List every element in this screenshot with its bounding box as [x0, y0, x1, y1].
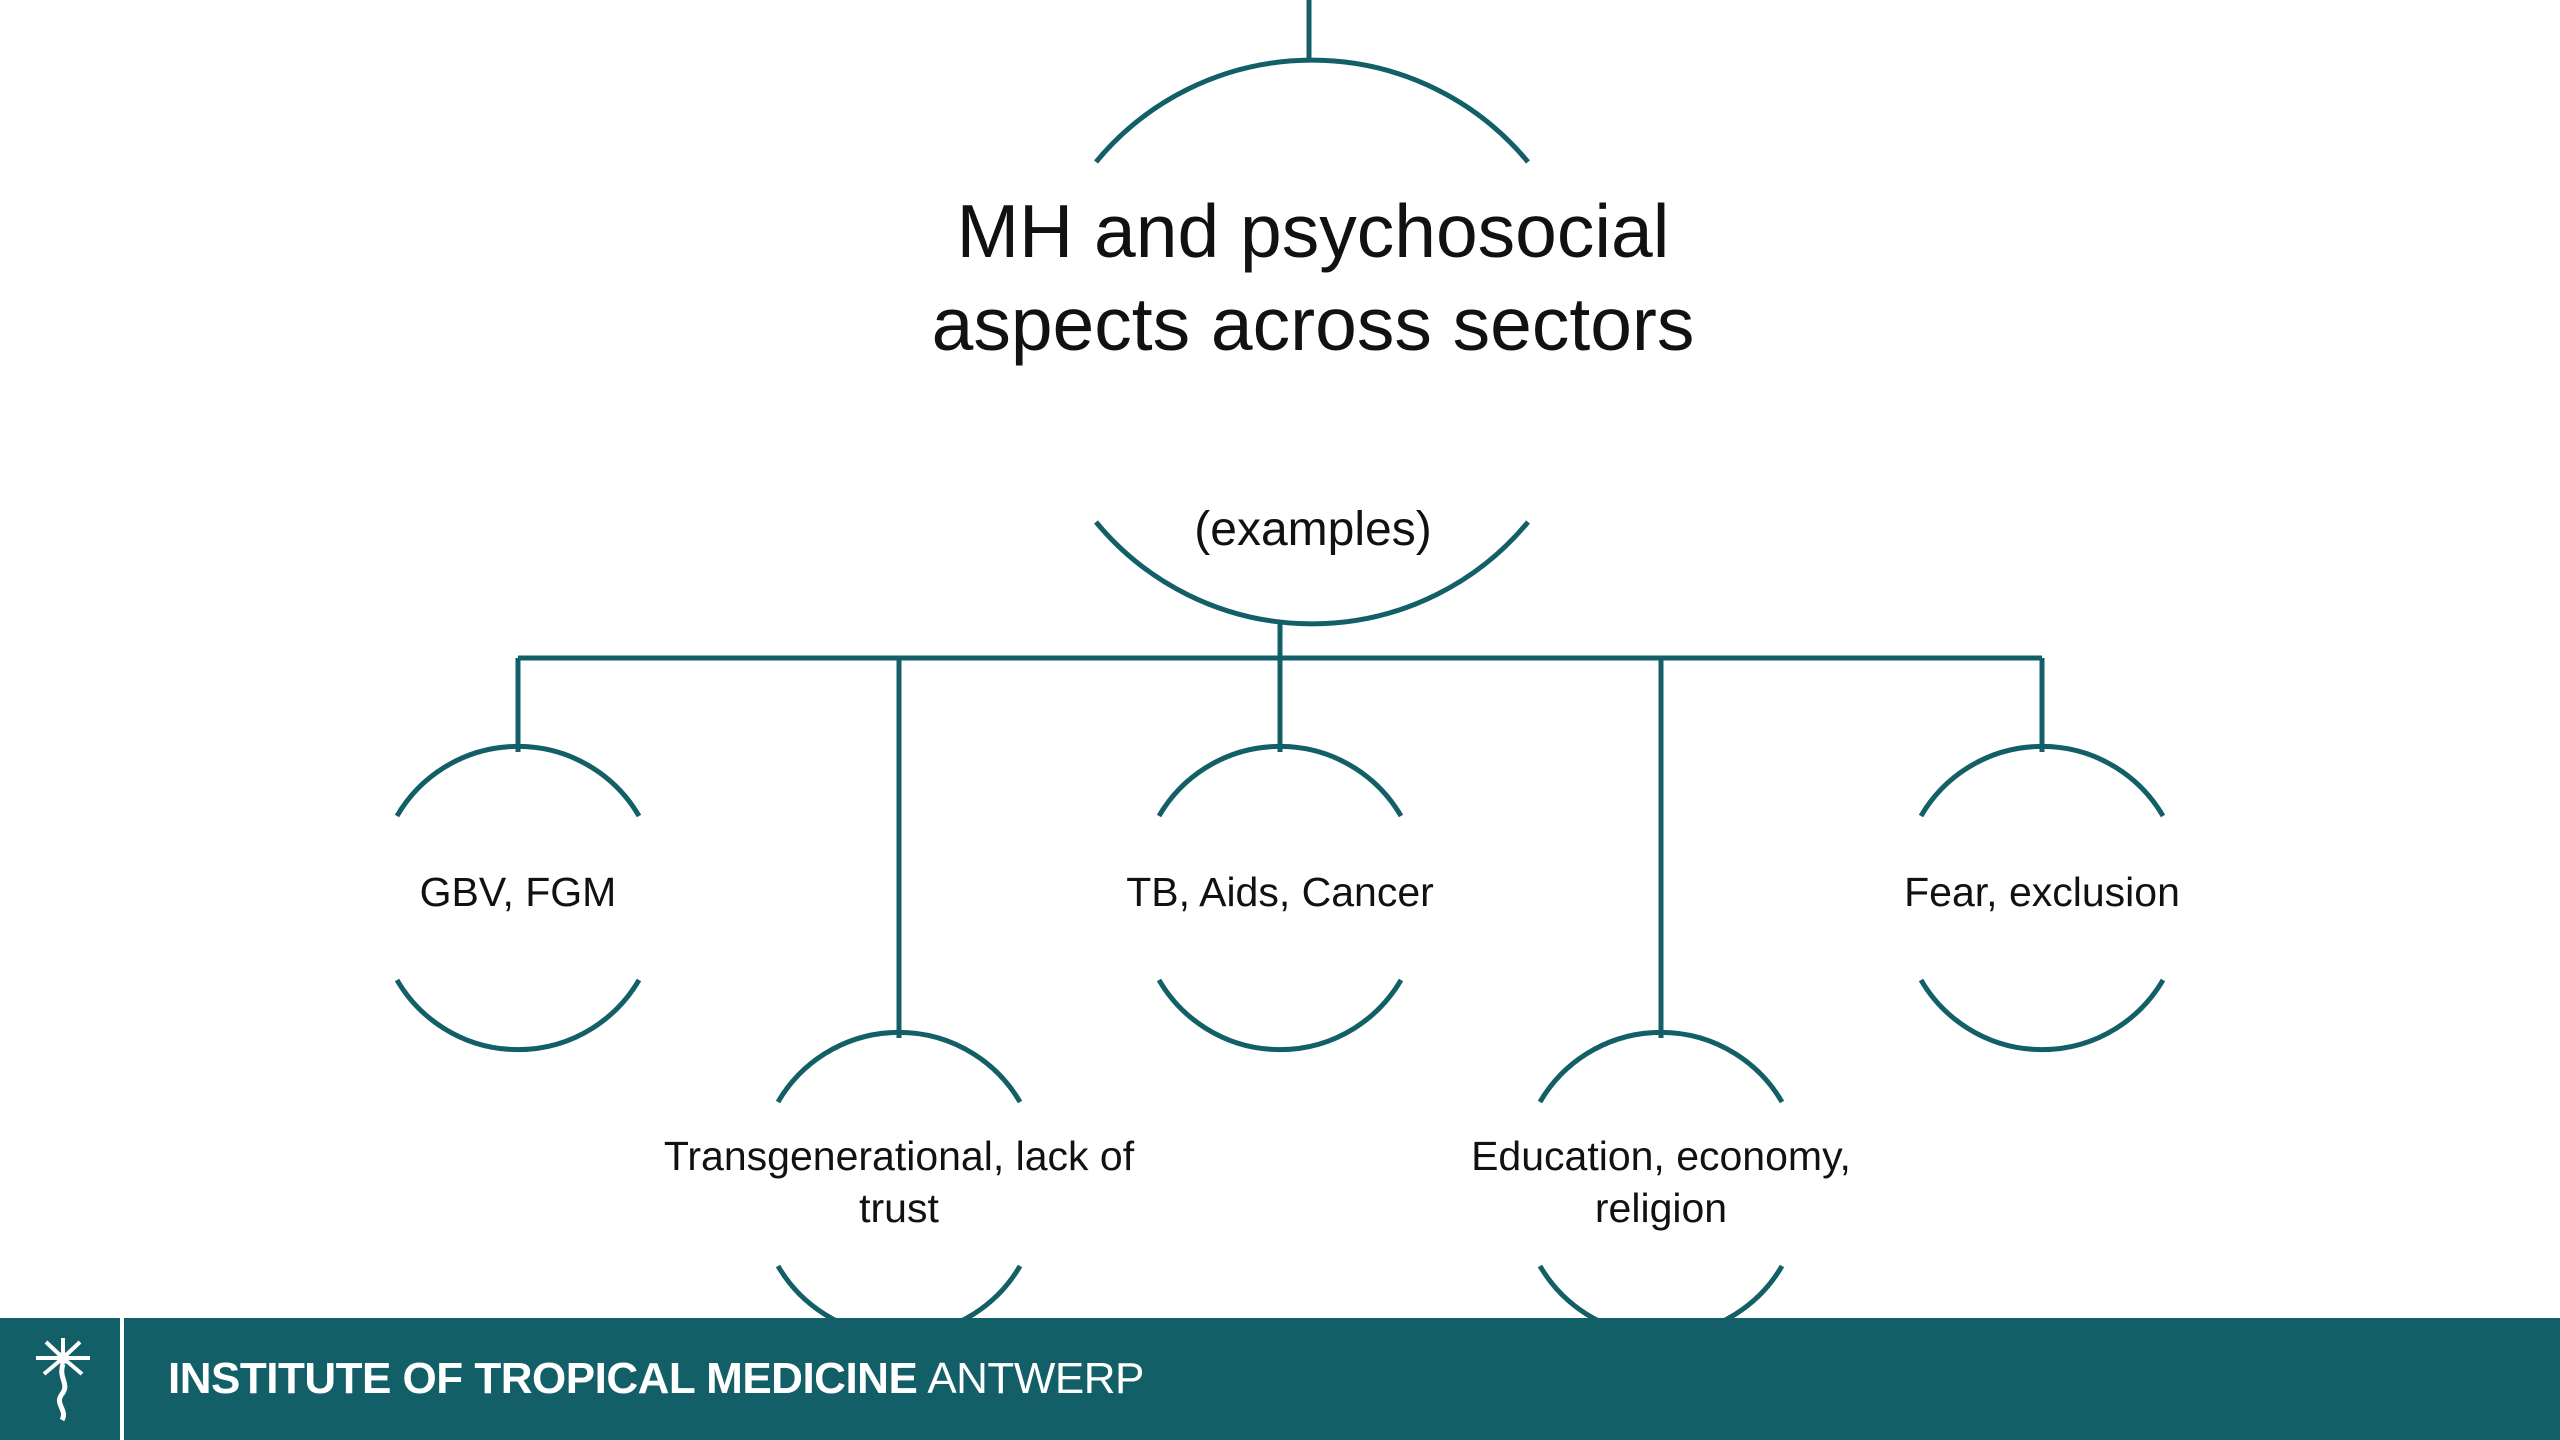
- root-node-subtitle: (examples): [1194, 503, 1432, 556]
- child-node-3-bottom-arc: [1156, 978, 1404, 1053]
- child-node-2-top-arc: [775, 1029, 1023, 1104]
- child-node-1-bottom-arc: [394, 978, 642, 1053]
- child-node-3-top-arc: [1156, 743, 1404, 818]
- root-node-top-arc: [1094, 57, 1530, 164]
- palm-tree-logo-icon: [36, 1338, 90, 1422]
- child-node-5-bottom-arc: [1918, 978, 2166, 1053]
- child-node-4-top-arc: [1537, 1029, 1785, 1104]
- child-node-4-label: Education, economy, religion: [1471, 1133, 1851, 1231]
- organization-name-bold: INSTITUTE OF TROPICAL MEDICINE: [168, 1354, 918, 1403]
- organization-name-city: ANTWERP: [927, 1354, 1144, 1403]
- child-node-5-label: Fear, exclusion: [1904, 869, 2180, 915]
- child-node-2-label: Transgenerational, lack of trust: [663, 1133, 1135, 1231]
- child-node-3-label: TB, Aids, Cancer: [1126, 869, 1434, 915]
- child-node-1-top-arc: [394, 743, 642, 818]
- root-node-title: MH and psychosocial aspects across secto…: [931, 189, 1695, 366]
- child-node-1-label: GBV, FGM: [419, 869, 617, 915]
- footer-divider: [120, 1318, 124, 1440]
- root-node-bottom-arc: [1094, 520, 1530, 627]
- child-node-5-top-arc: [1918, 743, 2166, 818]
